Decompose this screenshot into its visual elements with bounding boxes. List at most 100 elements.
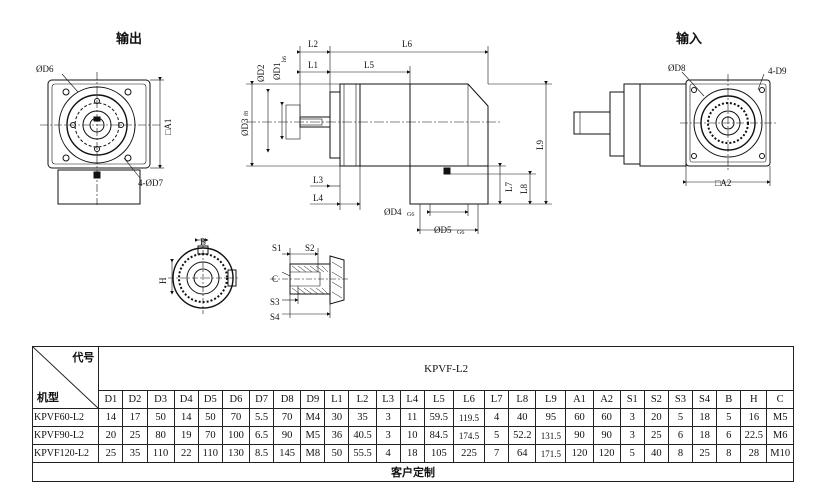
value-cell-a2: 60 — [592, 408, 621, 427]
value-cell-s1: 3 — [619, 408, 645, 427]
column-header-d9: D9 — [300, 390, 326, 409]
model-cell: KPVF90-L2 — [31, 426, 100, 445]
value-cell-l3: 3 — [375, 408, 401, 427]
value-cell-a2: 90 — [592, 426, 621, 445]
value-cell-a1: 90 — [565, 426, 594, 445]
value-cell-s3: 5 — [667, 408, 694, 427]
dim-d1-tol: h6 — [282, 56, 288, 62]
column-header-d5: D5 — [197, 390, 223, 409]
column-header-c: C — [766, 390, 794, 409]
output-view — [40, 72, 164, 205]
value-cell-a2: 120 — [592, 444, 621, 463]
value-cell-d2: 35 — [122, 444, 148, 463]
dim-s1: S1 — [272, 243, 282, 253]
corner-diagonal — [33, 347, 98, 408]
column-header-s2: S2 — [643, 390, 669, 409]
value-cell-l4: 10 — [399, 426, 425, 445]
value-cell-l6: 174.5 — [452, 426, 486, 445]
value-cell-b: 8 — [716, 444, 742, 463]
value-cell-l1: 30 — [324, 408, 350, 427]
dim-l6: L6 — [402, 39, 412, 49]
column-header-s1: S1 — [619, 390, 645, 409]
corner-label-code: 代号 — [72, 351, 95, 364]
value-cell-d4: 19 — [173, 426, 199, 445]
series-header: KPVF-L2 — [98, 346, 794, 391]
dim-d7: 4-ØD7 — [138, 178, 163, 188]
value-cell-h: 28 — [740, 444, 768, 463]
value-cell-a1: 120 — [565, 444, 594, 463]
value-cell-l6: 119.5 — [452, 408, 486, 427]
value-cell-l6: 225 — [452, 444, 486, 463]
value-cell-d1: 20 — [98, 426, 124, 445]
column-header-l8: L8 — [508, 390, 537, 409]
value-cell-l8: 64 — [508, 444, 537, 463]
value-cell-d9: M5 — [300, 426, 326, 445]
model-cell: KPVF120-L2 — [31, 444, 100, 463]
value-cell-l4: 18 — [399, 444, 425, 463]
dim-d9: 4-D9 — [768, 66, 787, 76]
value-cell-d2: 25 — [122, 426, 148, 445]
column-header-l5: L5 — [423, 390, 454, 409]
value-cell-d5: 70 — [197, 426, 223, 445]
dim-c: C — [272, 274, 278, 284]
shaft-key-view — [168, 238, 240, 314]
value-cell-d5: 50 — [197, 408, 223, 427]
value-cell-l5: 59.5 — [423, 408, 454, 427]
dim-d4: ØD4 — [384, 207, 402, 217]
dim-d6: ØD6 — [36, 64, 54, 74]
value-cell-s4: 18 — [692, 408, 718, 427]
value-cell-b: 5 — [716, 408, 742, 427]
column-header-d1: D1 — [98, 390, 124, 409]
column-header-h: H — [740, 390, 768, 409]
value-cell-s1: 3 — [619, 426, 645, 445]
dim-d4-tol: G6 — [407, 212, 414, 218]
value-cell-c: M10 — [766, 444, 794, 463]
value-cell-l2: 35 — [348, 408, 377, 427]
value-cell-l1: 50 — [324, 444, 350, 463]
value-cell-s2: 25 — [643, 426, 669, 445]
column-header-l4: L4 — [399, 390, 425, 409]
value-cell-l3: 4 — [375, 444, 401, 463]
dim-s2: S2 — [305, 243, 315, 253]
value-cell-d4: 22 — [173, 444, 199, 463]
value-cell-l2: 55.5 — [348, 444, 377, 463]
value-cell-c: M5 — [766, 408, 794, 427]
column-header-d7: D7 — [248, 390, 275, 409]
value-cell-d7: 8.5 — [248, 444, 275, 463]
dim-l8: L8 — [519, 184, 529, 194]
column-header-s4: S4 — [692, 390, 718, 409]
value-cell-l9: 95 — [535, 408, 567, 427]
dim-a2: □A2 — [715, 178, 731, 188]
column-header-l1: L1 — [324, 390, 350, 409]
column-header-l3: L3 — [375, 390, 401, 409]
value-cell-d7: 6.5 — [248, 426, 275, 445]
dim-s4: S4 — [270, 312, 280, 322]
value-cell-s1: 5 — [619, 444, 645, 463]
dim-l9: L9 — [535, 140, 545, 150]
dim-h: H — [158, 277, 168, 284]
value-cell-l8: 40 — [508, 408, 537, 427]
dim-l3: L3 — [313, 175, 323, 185]
dim-d8: ØD8 — [668, 63, 686, 73]
table-corner-cell: 代号 机型 — [31, 346, 100, 409]
column-header-d4: D4 — [173, 390, 199, 409]
column-header-d6: D6 — [221, 390, 251, 409]
value-cell-l8: 52.2 — [508, 426, 537, 445]
value-cell-d3: 80 — [146, 426, 175, 445]
dim-l4: L4 — [313, 193, 323, 203]
shaft-section-view — [270, 248, 350, 318]
value-cell-d6: 130 — [221, 444, 251, 463]
value-cell-b: 6 — [716, 426, 742, 445]
value-cell-l5: 84.5 — [423, 426, 454, 445]
column-header-d8: D8 — [273, 390, 302, 409]
value-cell-l7: 5 — [484, 426, 510, 445]
value-cell-h: 16 — [740, 408, 768, 427]
value-cell-d5: 110 — [197, 444, 223, 463]
dim-l2: L2 — [308, 39, 318, 49]
corner-label-model: 机型 — [37, 391, 59, 404]
value-cell-s2: 40 — [643, 444, 669, 463]
